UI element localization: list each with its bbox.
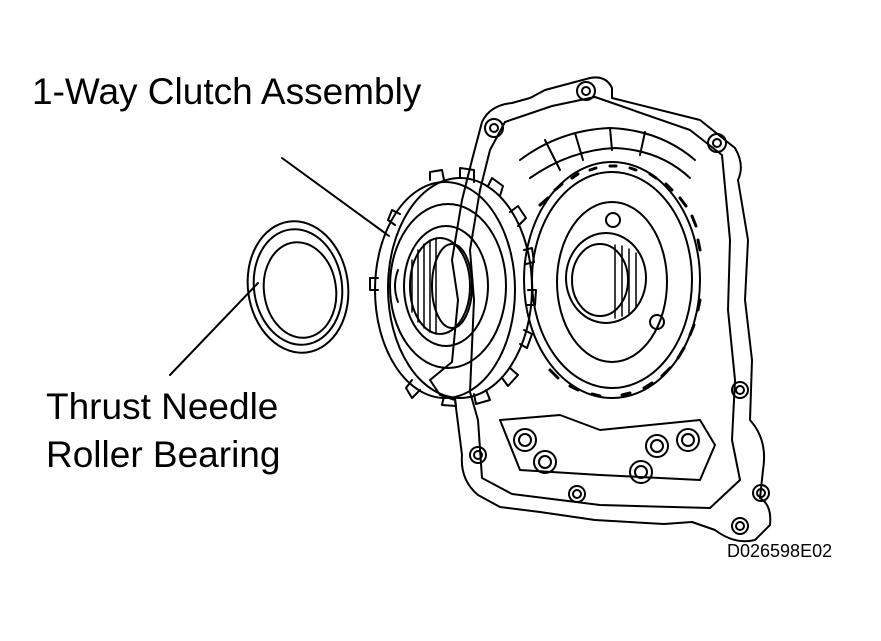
hub-hole xyxy=(605,212,621,228)
bolt-hole-inner xyxy=(572,489,582,499)
clutch-lug xyxy=(523,247,535,265)
oil-port-inner xyxy=(538,455,552,469)
bolt-hole xyxy=(731,381,749,399)
clutch-lug xyxy=(459,167,475,183)
bolt-hole-inner xyxy=(712,138,722,148)
hub-needles xyxy=(614,244,637,319)
oil-port-inner xyxy=(650,439,664,453)
clutch-inner-race xyxy=(389,203,507,369)
bearing-inner xyxy=(262,241,338,339)
bearing-label-line1: Thrust Needle xyxy=(46,386,279,427)
bolt-hole xyxy=(752,484,770,502)
bolt-hole xyxy=(568,485,586,503)
case-bore-ring xyxy=(531,171,693,389)
case-rib xyxy=(529,147,691,179)
case-inner-rim xyxy=(469,96,741,509)
oil-port xyxy=(645,434,669,458)
oil-port xyxy=(629,460,653,484)
bolt-hole-inner xyxy=(489,123,499,133)
oil-port xyxy=(533,450,557,474)
oil-port-inner xyxy=(634,465,648,479)
clutch-shadow xyxy=(394,269,399,303)
case-bore-outer xyxy=(523,161,701,399)
bolt-hole-inner xyxy=(756,488,766,498)
bolt-hole-inner xyxy=(735,385,745,395)
clutch-lug xyxy=(487,177,504,197)
bolt-hole-inner xyxy=(735,521,745,531)
clutch-lug xyxy=(387,209,401,226)
hub-hole xyxy=(649,314,665,330)
oil-port xyxy=(676,428,700,452)
clutch-lug xyxy=(429,169,445,181)
clutch-sprags xyxy=(411,237,437,335)
transmission-case xyxy=(429,76,772,543)
bolt-hole xyxy=(576,81,596,101)
bolt-hole xyxy=(707,133,727,153)
clutch-assembly-label: 1-Way Clutch Assembly xyxy=(32,71,422,112)
one-way-clutch-assembly xyxy=(369,167,537,407)
clutch-lug xyxy=(473,389,491,405)
bolt-hole xyxy=(469,446,487,464)
clutch-lug xyxy=(405,379,421,399)
clutch-lug xyxy=(369,277,379,291)
oil-passage-boss xyxy=(499,414,716,481)
clutch-leader-line xyxy=(281,157,390,237)
oil-port xyxy=(513,428,537,452)
bolt-hole xyxy=(731,517,749,535)
clutch-sprag-ring xyxy=(403,225,489,347)
bolt-hole xyxy=(484,118,504,138)
clutch-lug xyxy=(441,395,457,407)
bearing-outer-rim xyxy=(252,228,344,346)
case-hub-bore xyxy=(571,243,629,317)
bolt-hole-inner xyxy=(581,86,591,96)
figure-code: D026598E02 xyxy=(727,541,833,561)
clutch-hub xyxy=(409,237,471,335)
bolt-hole-inner xyxy=(473,450,483,460)
clutch-lug xyxy=(519,329,533,349)
bearing-leader-line xyxy=(169,282,259,376)
clutch-lug xyxy=(501,367,519,387)
case-hub xyxy=(556,201,668,363)
case-rib xyxy=(544,127,646,171)
oil-port-inner xyxy=(681,433,695,447)
oil-port-inner xyxy=(518,433,532,447)
case-hub-ring xyxy=(565,232,647,324)
clutch-lug xyxy=(509,205,527,227)
thrust-needle-roller-bearing xyxy=(246,220,350,354)
clutch-bore xyxy=(431,243,473,329)
bearing-label-line2: Roller Bearing xyxy=(46,434,281,475)
bore-splines xyxy=(538,164,702,398)
case-outline xyxy=(429,76,772,543)
clutch-lug xyxy=(526,289,537,306)
